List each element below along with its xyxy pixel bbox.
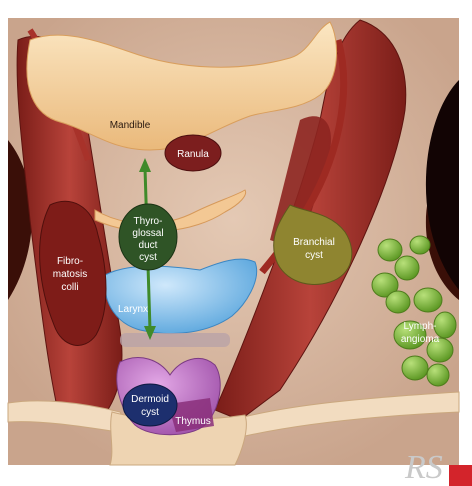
thymus-highlight	[168, 398, 214, 432]
dermoid-cyst	[122, 383, 178, 427]
larynx-label: Larynx	[118, 304, 148, 315]
ranula-label: Ranula	[177, 149, 209, 160]
fibromatosis-label-line-2: matosis	[53, 269, 87, 280]
thymus-label: Thymus	[175, 416, 211, 427]
right-clavicle-bone	[239, 391, 460, 437]
branchial-label-line-2: cyst	[305, 250, 323, 261]
arrow-head-bottom-icon	[144, 326, 156, 340]
rs-logo: RS	[404, 449, 443, 486]
thyroglossal-duct-cyst	[118, 203, 178, 271]
lymphangioma-label-line-1: Lymph-	[404, 321, 437, 332]
thyroglossal-label-line-2: glossal	[132, 228, 163, 239]
carotid-vessel	[259, 39, 348, 275]
lymphangioma-cluster	[371, 235, 457, 387]
ranula-cyst	[164, 134, 222, 172]
fibromatosis-label-line-3: colli	[61, 282, 78, 293]
mandible-bone	[26, 21, 338, 151]
thyroglossal-label-line-4: cyst	[139, 252, 157, 263]
arrow-head-top-icon	[139, 158, 151, 172]
dermoid-label-line-1: Dermoid	[131, 394, 169, 405]
branchial-label-line-1: Branchial	[293, 237, 335, 248]
corner-accent	[449, 465, 472, 486]
branchial-cyst	[273, 204, 353, 285]
fibromatosis-label-line-1: Fibro-	[57, 256, 83, 267]
trachea-ring	[120, 333, 230, 347]
mandible-label: Mandible	[110, 120, 151, 131]
lymphangioma-label-line-2: angioma	[401, 334, 440, 345]
thyroglossal-label-line-1: Thyro-	[134, 216, 163, 227]
thyroglossal-label-line-3: duct	[139, 240, 158, 251]
larynx-shape	[104, 258, 257, 335]
fibromatosis-colli-mass	[39, 200, 107, 346]
right-shadow	[425, 80, 459, 290]
dermoid-label-line-2: cyst	[141, 407, 159, 418]
